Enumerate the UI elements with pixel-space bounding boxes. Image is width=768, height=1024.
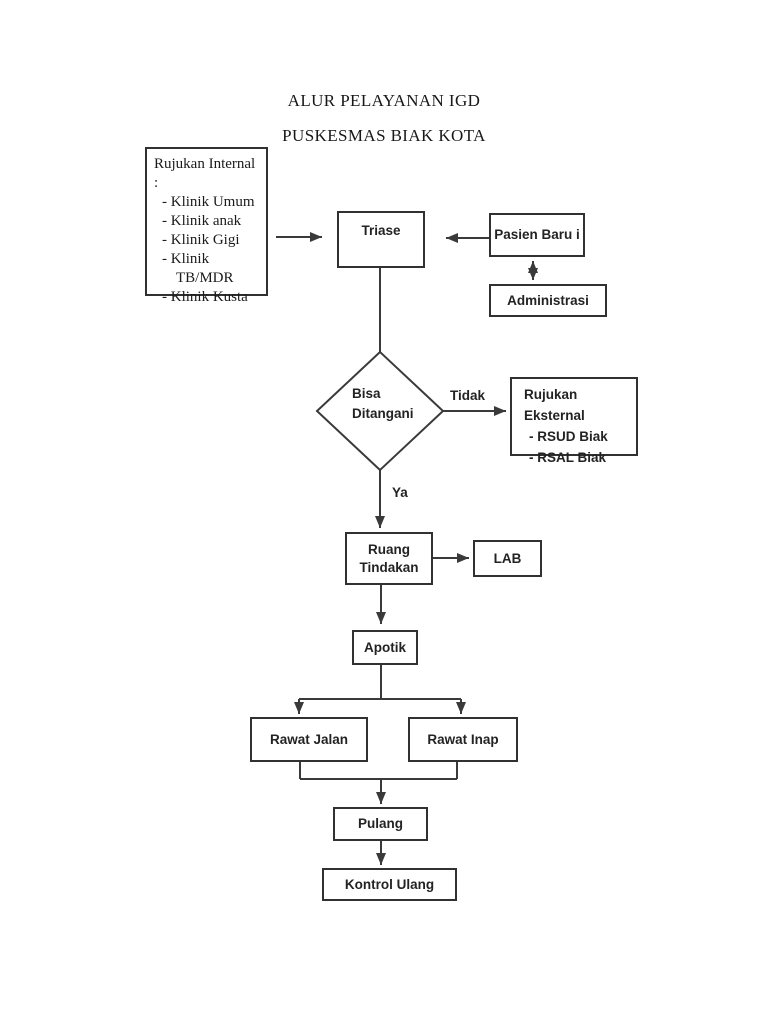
page-subtitle: PUSKESMAS BIAK KOTA [282,126,486,145]
apotik-label: Apotik [364,639,406,655]
rujukan-internal-item: - Klinik TB/MDR [162,251,234,286]
rujukan-eksternal-item: - RSUD Biak [529,429,608,444]
rujukan-internal-item: - Klinik Gigi [162,232,240,248]
lab-label: LAB [493,550,522,566]
rawat-jalan-label: Rawat Jalan [269,731,349,747]
pasien-baru-label: Pasien Baru i [494,227,580,242]
node-apotik: Apotik [352,630,418,665]
node-pasien-baru: Pasien Baru i [489,213,585,257]
pulang-label: Pulang [357,816,403,831]
rujukan-eksternal-item: - RSAL Biak [529,450,607,465]
node-triase: Triase [337,211,425,268]
node-pulang: Pulang [333,807,428,841]
decision-diamond-label: Bisa Ditangani [352,386,414,421]
ruang-tindakan-label: Ruang Tindakan [359,541,419,575]
rujukan-internal-item: - Klinik anak [162,213,242,229]
node-rujukan-internal: Rujukan Internal : - Klinik Umum - Klini… [145,147,268,305]
node-lab: LAB [473,540,542,577]
rujukan-eksternal-heading: Rujukan Eksternal [524,387,585,423]
node-rawat-jalan: Rawat Jalan [250,717,368,762]
node-kontrol-ulang: Kontrol Ulang [322,868,457,901]
kontrol-ulang-label: Kontrol Ulang [344,876,435,892]
triase-label: Triase [361,223,401,238]
edge-label-ya: Ya [390,485,410,500]
node-rujukan-eksternal: Rujukan Eksternal - RSUD Biak - RSAL Bia… [510,377,638,465]
rujukan-internal-heading: Rujukan Internal : [154,156,256,191]
rawat-inap-label: Rawat Inap [427,731,499,747]
page-title: ALUR PELAYANAN IGD [287,91,481,110]
node-rawat-inap: Rawat Inap [408,717,518,762]
node-ruang-tindakan: Ruang Tindakan [345,532,433,585]
administrasi-label: Administrasi [507,292,589,308]
node-administrasi: Administrasi [489,284,607,317]
rujukan-internal-item: - Klinik Umum [162,194,255,210]
rujukan-internal-item: - Klinik Kusta [162,289,248,305]
edge-label-tidak: Tidak [448,388,488,403]
